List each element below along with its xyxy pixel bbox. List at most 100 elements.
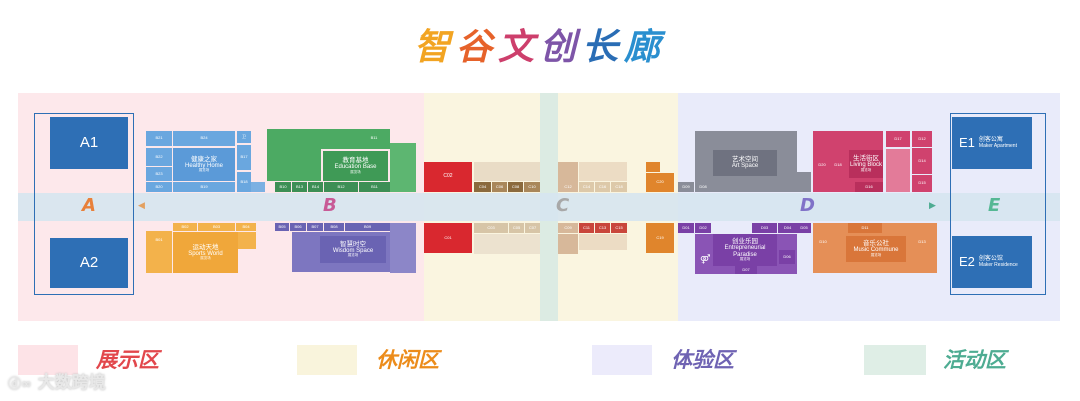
unit-d13[interactable]: D13: [918, 238, 926, 244]
unit-a2[interactable]: A2: [50, 238, 128, 288]
arrow-right-icon: ▶: [929, 201, 936, 211]
unit-c02[interactable]: C02: [424, 162, 472, 192]
green-block-left: [267, 129, 321, 181]
unit-c04[interactable]: C04: [474, 182, 491, 192]
unit-e2[interactable]: E2 创客公馆 Maker Residence: [952, 236, 1032, 288]
living-block-cn: 生活街区: [853, 155, 879, 163]
unit-d04[interactable]: D04: [778, 223, 797, 233]
unit-d01[interactable]: D01: [678, 223, 694, 233]
unit-c15[interactable]: C15: [611, 223, 627, 233]
unit-b01[interactable]: B01: [155, 236, 163, 242]
unit-b04[interactable]: B04: [236, 223, 256, 231]
unit-b10[interactable]: B10: [275, 182, 291, 192]
unit-b22[interactable]: B22: [146, 148, 172, 166]
e1-cn: 创客公寓: [978, 136, 1003, 143]
unit-c13[interactable]: C13: [595, 223, 610, 233]
living-block-en: Living Block: [849, 162, 882, 169]
unit-b17[interactable]: B17: [237, 145, 251, 170]
title-char-4: 创: [540, 27, 583, 68]
music-commune-cn: 音乐公社: [863, 240, 889, 248]
art-space-cn: 艺术空间: [732, 156, 758, 164]
unit-b03[interactable]: B03: [198, 223, 235, 231]
c-right-bottom-strip: [579, 234, 627, 250]
e1-code: E1: [959, 134, 975, 150]
unit-c05[interactable]: C05: [509, 223, 524, 233]
unit-b20[interactable]: B20: [146, 182, 172, 192]
unit-b08[interactable]: B08: [324, 223, 344, 231]
unit-c07[interactable]: C07: [525, 223, 540, 233]
unit-c01[interactable]: C01: [424, 223, 472, 253]
e2-cn: 创客公馆: [978, 255, 1003, 262]
unit-c06[interactable]: C06: [492, 182, 507, 192]
healthy-home-sub: 展览场: [198, 168, 210, 173]
title-char-3: 文: [497, 27, 540, 68]
unit-d10[interactable]: D10: [819, 238, 827, 244]
grey-step: [797, 172, 811, 192]
unit-d12[interactable]: D12: [912, 131, 932, 147]
unit-b05[interactable]: B05: [275, 223, 289, 231]
area-art-space[interactable]: 艺术空间 Art Space: [713, 150, 777, 176]
unit-c11[interactable]: C11: [579, 223, 594, 233]
unit-b11-top[interactable]: B11: [370, 134, 378, 140]
unit-d18[interactable]: D18: [834, 161, 842, 167]
unit-d07[interactable]: D07: [735, 266, 757, 274]
unit-d15[interactable]: D15: [912, 175, 932, 192]
unit-e1[interactable]: E1 创客公寓 Maker Apartment: [952, 117, 1032, 169]
area-living-block[interactable]: 生活街区 Living Block 展览场: [849, 150, 883, 178]
unit-c16[interactable]: C16: [595, 182, 610, 192]
area-music-commune[interactable]: 音乐公社 Music Commune 展览场: [846, 236, 906, 262]
area-entrepreneurial-paradise[interactable]: 创业乐园 Entrepreneurial Paradise 展览场: [713, 234, 777, 266]
unit-c19[interactable]: C19: [646, 223, 674, 253]
area-education-base[interactable]: 教育基地 Education Base 展览场: [323, 151, 388, 181]
unit-b13[interactable]: B13: [292, 182, 307, 192]
entrepreneurial-paradise-cn: 创业乐园: [732, 237, 758, 245]
unit-c08[interactable]: C08: [508, 182, 523, 192]
area-wisdom-space[interactable]: 智慧时空 Wisdom Space 展览场: [320, 236, 386, 263]
unit-b02[interactable]: B02: [173, 223, 197, 231]
page-title: 智谷文创长廊: [0, 18, 1080, 70]
unit-b12[interactable]: B12: [324, 182, 358, 192]
unit-b19[interactable]: B19: [173, 182, 235, 192]
unit-c20[interactable]: C20: [646, 173, 674, 192]
unit-b24[interactable]: B24: [173, 131, 235, 146]
unit-c03[interactable]: C03: [474, 223, 508, 233]
unit-d06[interactable]: D06: [779, 250, 795, 264]
unit-c18[interactable]: C18: [611, 182, 627, 192]
unit-c10[interactable]: C10: [524, 182, 540, 192]
unit-wc-b: 卫: [237, 131, 251, 143]
unit-b09[interactable]: B09: [345, 223, 390, 231]
unit-d09[interactable]: D09: [678, 182, 694, 192]
unit-d05[interactable]: D05: [797, 223, 811, 233]
sports-world-en: Sports World: [188, 250, 223, 257]
entrepreneurial-paradise-sub: 展览场: [739, 257, 751, 262]
unit-d03[interactable]: D03: [752, 223, 777, 233]
unit-d02[interactable]: D02: [695, 223, 711, 233]
unit-b18[interactable]: B18: [237, 172, 251, 192]
unit-c09[interactable]: C09: [558, 223, 578, 233]
unit-d20[interactable]: D20: [818, 161, 826, 167]
legend-swatch-leisure: [297, 345, 357, 375]
unit-d11[interactable]: D11: [848, 223, 882, 233]
unit-d17[interactable]: D17: [886, 131, 910, 147]
unit-c14[interactable]: C14: [579, 182, 594, 192]
green-block-top: [321, 129, 390, 149]
unit-b21[interactable]: B21: [146, 131, 172, 146]
unit-b07[interactable]: B07: [307, 223, 323, 231]
unit-b06[interactable]: B06: [290, 223, 306, 231]
restroom-icon: ⚤: [700, 255, 711, 265]
title-char-5: 长: [582, 27, 625, 68]
unit-b11[interactable]: B11: [359, 182, 390, 192]
unit-d08[interactable]: D08: [699, 183, 707, 189]
unit-d14[interactable]: D14: [912, 148, 932, 174]
unit-c12[interactable]: C12: [558, 182, 578, 192]
zone-letter-d: D: [800, 195, 815, 216]
unit-b23[interactable]: B23: [146, 167, 172, 181]
unit-a1[interactable]: A1: [50, 117, 128, 169]
title-char-6: 廊: [624, 27, 667, 68]
unit-b14[interactable]: B14: [308, 182, 323, 192]
unit-d16[interactable]: D16: [855, 182, 883, 192]
area-healthy-home[interactable]: 健康之家 Healthy Home 展览场: [173, 148, 235, 181]
education-base-sub: 展览场: [350, 169, 361, 174]
area-sports-world[interactable]: 运动天地 Sports World 展览场: [173, 232, 238, 273]
wisdom-space-en: Wisdom Space: [332, 247, 374, 254]
